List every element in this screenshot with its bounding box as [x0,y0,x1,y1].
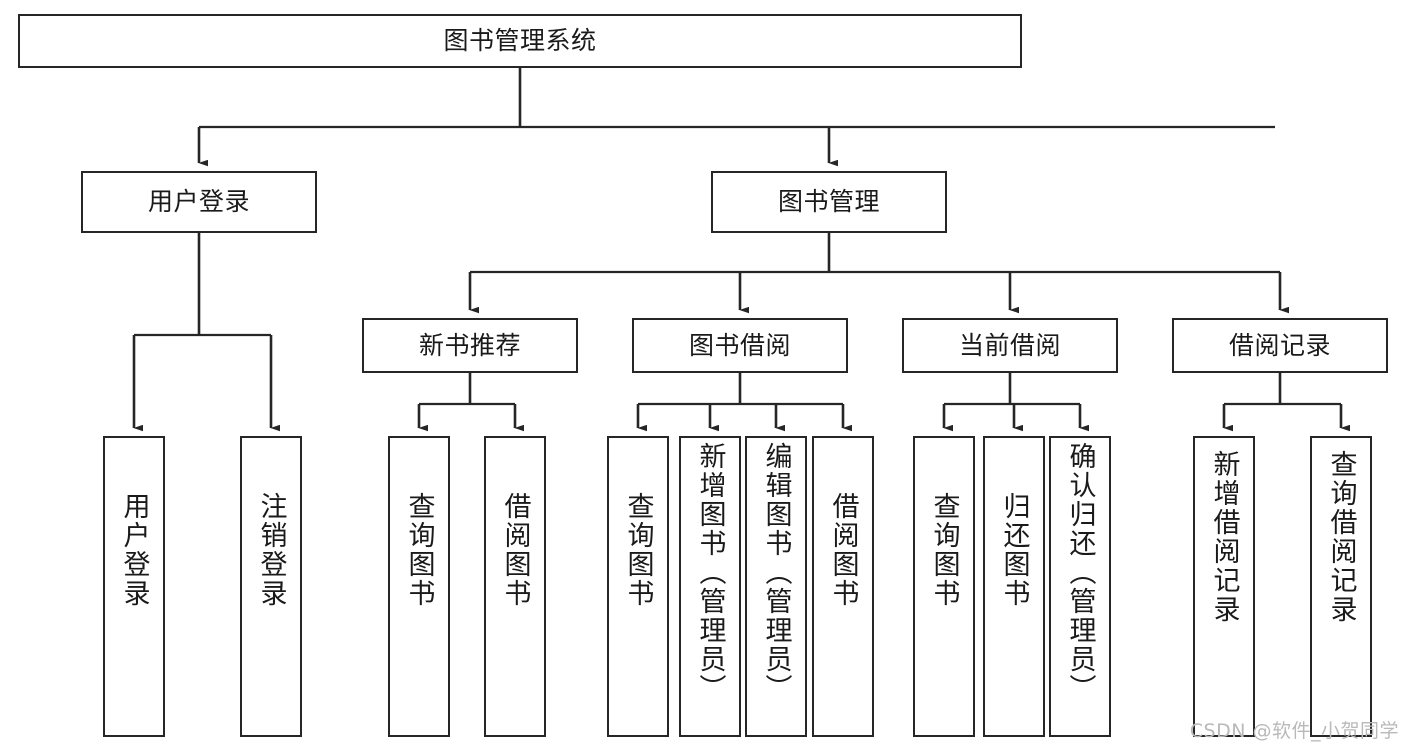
node-borrow-record-label: 借阅记录 [1228,330,1331,360]
node-leaf-add-borrow-record[interactable]: 新增借阅记录 [1193,436,1255,737]
node-leaf-confirm-return-admin[interactable]: 确认归还（管理员） [1049,436,1111,737]
node-leaf-borrow-book[interactable]: 借阅图书 [812,436,874,737]
node-current-borrow[interactable]: 当前借阅 [902,318,1118,373]
node-leaf-query-book-borrow[interactable]: 查询图书 [607,436,669,737]
node-root-label: 图书管理系统 [443,26,597,55]
node-leaf-query-borrow-record[interactable]: 查询借阅记录 [1310,436,1372,737]
node-leaf-user-login[interactable]: 用户登录 [103,436,165,737]
node-leaf-query-book-borrow-label: 查询图书 [622,492,654,608]
node-leaf-add-book-admin[interactable]: 新增图书（管理员） [679,436,741,737]
node-leaf-borrow-book-label: 借阅图书 [827,492,859,608]
node-new-book-recommend[interactable]: 新书推荐 [362,318,578,373]
node-leaf-query-book-recommend[interactable]: 查询图书 [388,436,450,737]
node-leaf-add-borrow-record-label: 新增借阅记录 [1208,450,1240,624]
node-leaf-user-login-label: 用户登录 [118,492,150,608]
node-root[interactable]: 图书管理系统 [18,14,1022,68]
node-leaf-return-book[interactable]: 归还图书 [983,436,1045,737]
node-leaf-borrow-book-recommend-label: 借阅图书 [499,492,531,608]
node-leaf-logout-login[interactable]: 注销登录 [240,436,302,737]
node-user-login[interactable]: 用户登录 [81,171,317,233]
node-user-login-label: 用户登录 [147,187,250,216]
node-leaf-add-book-admin-label: 新增图书（管理员） [694,442,726,703]
node-leaf-query-book-recommend-label: 查询图书 [403,492,435,608]
node-leaf-edit-book-admin[interactable]: 编辑图书（管理员） [745,436,807,737]
node-book-management-label: 图书管理 [777,187,880,216]
node-leaf-edit-book-admin-label: 编辑图书（管理员） [760,442,792,703]
node-leaf-query-book-current[interactable]: 查询图书 [913,436,975,737]
node-leaf-query-book-current-label: 查询图书 [928,492,960,608]
node-book-management[interactable]: 图书管理 [711,171,947,233]
node-current-borrow-label: 当前借阅 [958,330,1061,360]
node-leaf-logout-login-label: 注销登录 [255,492,287,608]
node-leaf-query-borrow-record-label: 查询借阅记录 [1325,450,1357,624]
node-leaf-return-book-label: 归还图书 [998,492,1030,608]
node-leaf-borrow-book-recommend[interactable]: 借阅图书 [484,436,546,737]
node-book-borrow[interactable]: 图书借阅 [632,318,848,373]
node-new-book-recommend-label: 新书推荐 [418,330,521,360]
node-leaf-confirm-return-admin-label: 确认归还（管理员） [1064,442,1096,703]
node-book-borrow-label: 图书借阅 [688,330,791,360]
node-borrow-record[interactable]: 借阅记录 [1172,318,1388,373]
